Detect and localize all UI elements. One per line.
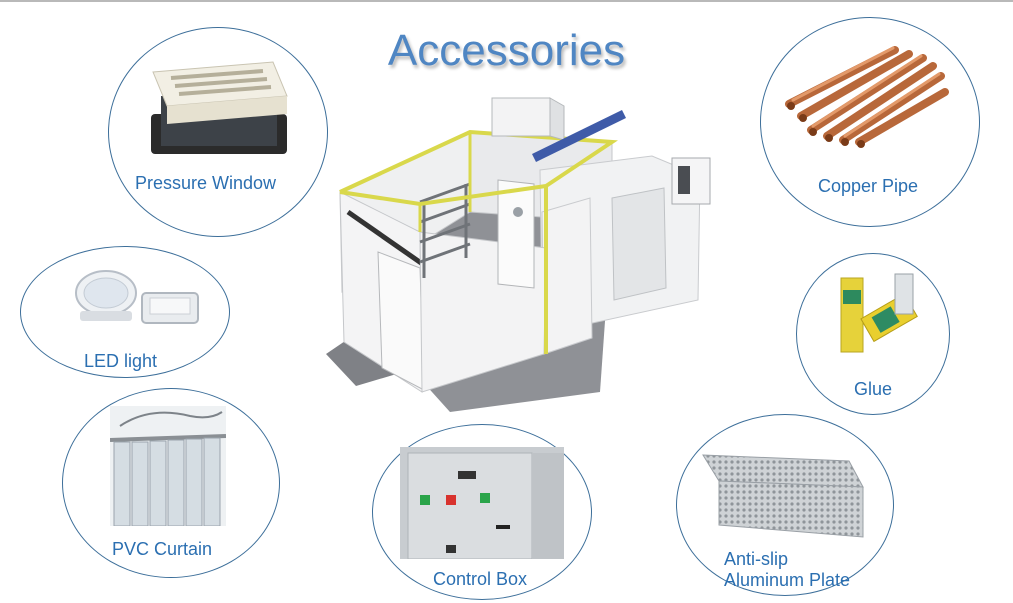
aluminum-plate-icon	[702, 454, 864, 538]
copper-pipe-icon	[785, 46, 949, 148]
cold-room-icon	[326, 97, 711, 412]
top-divider	[0, 0, 1013, 2]
aluminum-plate-bubble: Anti-slip Aluminum Plate	[676, 414, 894, 596]
pressure-window-label: Pressure Window	[135, 173, 277, 193]
copper-pipe-label: Copper Pipe	[818, 176, 919, 196]
pvc-curtain-icon	[110, 406, 226, 526]
aluminum-plate-label-line1: Anti-slip	[724, 549, 789, 569]
pvc-curtain-bubble: PVC Curtain	[62, 388, 280, 578]
copper-pipe-bubble: Copper Pipe	[760, 17, 980, 227]
led-light-icon	[75, 270, 199, 324]
control-box-icon	[400, 447, 564, 559]
pressure-window-icon	[151, 61, 288, 154]
glue-label: Glue	[854, 379, 893, 399]
page-title: Accessories	[387, 26, 626, 75]
glue-bubble: Glue	[796, 253, 950, 415]
glue-icon	[840, 273, 918, 353]
pressure-window-bubble: Pressure Window	[108, 27, 328, 237]
control-box-bubble: Control Box	[372, 424, 592, 600]
led-light-label: LED light	[84, 351, 158, 371]
pvc-curtain-label: PVC Curtain	[112, 539, 213, 559]
control-box-label: Control Box	[433, 569, 528, 589]
led-light-bubble: LED light	[20, 246, 230, 378]
aluminum-plate-label-line2: Aluminum Plate	[724, 570, 851, 590]
